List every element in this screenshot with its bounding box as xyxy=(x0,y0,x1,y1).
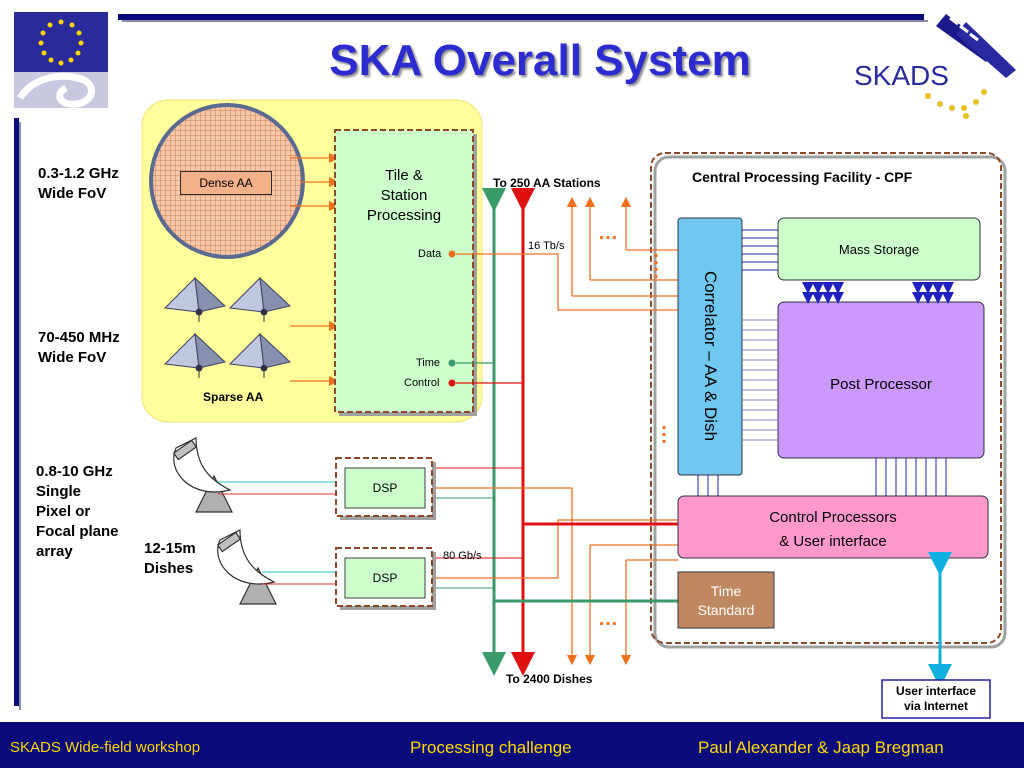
mass-storage-label: Mass Storage xyxy=(838,242,920,257)
page-title: SKA Overall System xyxy=(329,36,751,85)
freq-aa2-line1: 70-450 MHz xyxy=(38,329,120,346)
skads-logo: SKADS xyxy=(846,12,1022,124)
control-port xyxy=(448,379,456,387)
cpf-region-shadow xyxy=(653,155,1007,649)
user-if-line1: User interface xyxy=(895,684,977,698)
link-rate-label: 16 Tb/s xyxy=(528,240,565,252)
footer-center: Processing challenge xyxy=(410,738,572,757)
dish-size-line1: 12-15m xyxy=(144,540,196,557)
freq-aa1-line1: 0.3-1.2 GHz xyxy=(38,165,119,182)
correlator-box xyxy=(677,217,743,476)
skads-logo-text: SKADS xyxy=(854,60,949,91)
tile-line3: Processing xyxy=(366,207,442,224)
data-port-label: Data xyxy=(418,248,442,260)
dish-freq-line1: 0.8-10 GHz xyxy=(36,463,113,480)
tile-line2: Station xyxy=(380,187,428,204)
ellipsis-top: … xyxy=(598,222,618,244)
control-processors-box xyxy=(677,495,989,559)
dish-freq-line3: Pixel or xyxy=(36,503,91,520)
dsp-1-box xyxy=(344,467,426,509)
dense-aa-label: Dense AA xyxy=(180,171,272,195)
control-port-label: Control xyxy=(404,377,440,389)
time-line1: Time xyxy=(710,583,742,599)
top-rule-shadow xyxy=(122,20,928,22)
dish-rate-label: 80 Gb/s xyxy=(443,550,482,562)
control-line1: Control Processors xyxy=(769,509,897,526)
control-line2: & User interface xyxy=(779,533,887,550)
freq-aa1-line2: Wide FoV xyxy=(38,185,107,202)
footer-bar xyxy=(0,722,1024,768)
user-interface-box xyxy=(881,679,991,719)
freq-aa2-line2: Wide FoV xyxy=(38,349,107,366)
time-port-label: Time xyxy=(416,357,441,369)
mass-storage-box xyxy=(777,217,981,281)
time-standard-label: Time Standard xyxy=(678,582,774,620)
dish-size-line2: Dishes xyxy=(144,560,194,577)
top-rule xyxy=(118,14,924,20)
post-processor-label: Post Processor xyxy=(830,376,932,393)
sparse-aa-antennas xyxy=(163,276,292,378)
footer-right: Paul Alexander & Jaap Bregman xyxy=(698,738,944,757)
correlator-label: Correlator – AA & Dish xyxy=(701,270,720,442)
dsp-2-label: DSP xyxy=(372,571,398,585)
footer-left: SKADS Wide-field workshop xyxy=(10,739,201,756)
left-rule xyxy=(14,118,19,706)
time-port xyxy=(448,359,456,367)
tile-station-label: Tile & Station Processing xyxy=(335,166,473,226)
control-processors-label: Control Processors & User interface xyxy=(678,506,988,554)
eu-fp6-logo xyxy=(14,12,108,108)
dsp-2-box xyxy=(344,557,426,599)
cpf-title: Central Processing Facility - CPF xyxy=(692,169,913,185)
dish-freq-line5: array xyxy=(36,543,73,560)
user-if-line2: via Internet xyxy=(903,699,969,713)
ellipsis-bottom: … xyxy=(598,608,618,630)
dish-2 xyxy=(216,529,277,605)
left-rule-shadow xyxy=(19,122,21,710)
time-standard-box xyxy=(677,571,775,629)
user-interface-label: User interface via Internet xyxy=(882,684,990,714)
to-dishes-label: To 2400 Dishes xyxy=(506,672,593,686)
dish-freq-line2: Single xyxy=(36,483,82,500)
dsp-1-label: DSP xyxy=(372,481,398,495)
sparse-aa-label: Sparse AA xyxy=(203,390,264,404)
dish-freq-line4: Focal plane xyxy=(36,523,119,540)
to-aa-stations-label: To 250 AA Stations xyxy=(493,176,601,190)
dish-1 xyxy=(172,437,233,513)
tile-line1: Tile & xyxy=(385,167,423,184)
time-line2: Standard xyxy=(697,602,755,618)
data-port xyxy=(448,250,456,258)
